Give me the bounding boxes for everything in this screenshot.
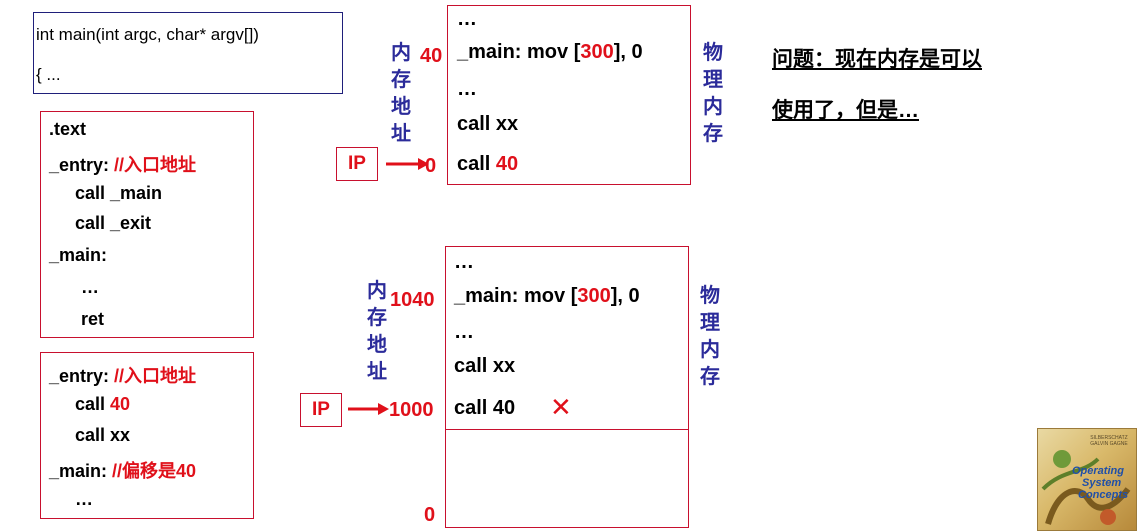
source-code-box: int main(int argc, char* argv[]) { ...	[33, 12, 343, 94]
mem-bottom-ip-arrow	[348, 403, 389, 415]
mem-bottom-ip-box: IP	[300, 393, 342, 427]
mem-bottom-divider	[446, 429, 688, 430]
book-authors: SILBERSCHATZ GALVIN GAGNE	[1090, 435, 1128, 447]
mem-top-row-2: _main: mov [300], 0	[457, 41, 643, 63]
source-line-1: int main(int argc, char* argv[])	[36, 25, 259, 44]
book-cover-logo: SILBERSCHATZ GALVIN GAGNE Operating Syst…	[1037, 428, 1137, 531]
mem-bottom-row-3: …	[454, 321, 474, 343]
question-line-1: 问题：现在内存是可以	[772, 48, 982, 71]
mem-top-row-5: call 40	[457, 153, 519, 175]
asm-top-line-3: call _main	[75, 183, 163, 203]
asm-bottom-line-1: _entry: //入口地址	[49, 366, 197, 386]
mem-bottom-row-1: …	[454, 251, 474, 273]
mem-top-ip-box: IP	[336, 147, 378, 181]
asm-top-line-2: _entry: //入口地址	[49, 155, 197, 175]
mem-bottom-addr-1040: 1040	[390, 289, 435, 311]
asm-bottom-line-2: call 40	[75, 394, 131, 414]
mem-top-row-1: …	[457, 8, 477, 30]
asm-top-box: .text _entry: //入口地址 call _main call _ex…	[40, 111, 254, 338]
asm-top-line-6: …	[81, 277, 99, 297]
mem-bottom-box: … _main: mov [300], 0 … call xx call 40 …	[445, 246, 689, 528]
mem-top-phys-label: 物理内存	[703, 42, 723, 145]
mem-bottom-row-2: _main: mov [300], 0	[454, 285, 640, 307]
mem-top-ip-arrow	[386, 158, 429, 170]
mem-top-row-4: call xx	[457, 113, 519, 135]
mem-top-row-3: …	[457, 78, 477, 100]
source-line-2: { ...	[36, 65, 61, 84]
asm-top-line-1: .text	[49, 119, 87, 139]
mem-bottom-addr-1000: 1000	[389, 399, 434, 421]
asm-top-line-7: ret	[81, 309, 105, 329]
asm-bottom-line-5: …	[75, 489, 93, 509]
mem-bottom-row-5: call 40	[454, 397, 516, 419]
book-title-3: Concepts	[1078, 489, 1129, 501]
asm-top-line-5: _main:	[49, 245, 108, 265]
asm-bottom-line-4: _main: //偏移是40	[49, 461, 197, 481]
mem-top-box: … _main: mov [300], 0 … call xx call 40	[447, 5, 691, 185]
mem-top-addr-label: 内存地址	[391, 42, 411, 145]
question-line-2: 使用了，但是…	[772, 99, 919, 122]
asm-bottom-box: _entry: //入口地址 call 40 call xx _main: //…	[40, 352, 254, 519]
asm-bottom-line-3: call xx	[75, 425, 131, 445]
book-title-2: System	[1082, 477, 1122, 489]
asm-top-line-4: call _exit	[75, 213, 152, 233]
mem-top-addr-40: 40	[420, 45, 443, 67]
mem-bottom-phys-label: 物理内存	[700, 285, 720, 388]
mem-bottom-addr-label: 内存地址	[367, 280, 387, 383]
book-title-1: Operating	[1072, 465, 1124, 477]
mem-bottom-addr-0: 0	[424, 504, 436, 526]
mem-bottom-row-4: call xx	[454, 355, 516, 377]
cross-icon: ✕	[550, 392, 572, 422]
mem-top-addr-0: 0	[425, 155, 437, 177]
